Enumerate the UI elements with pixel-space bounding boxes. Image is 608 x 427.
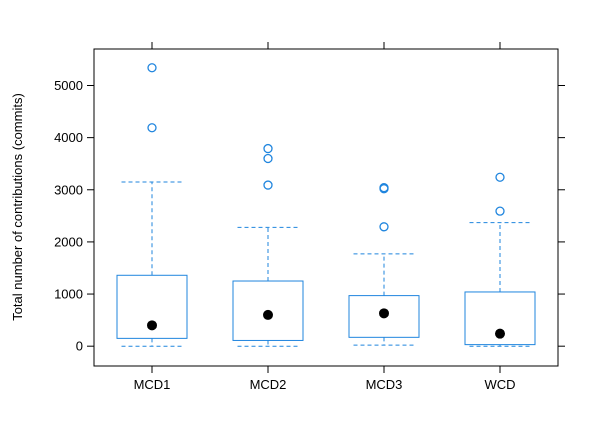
outlier-point: [379, 222, 389, 232]
boxes: [116, 63, 536, 347]
box-group-mcd3: [348, 183, 420, 346]
outlier-point: [263, 143, 273, 154]
iqr-box: [348, 295, 420, 338]
iqr-box: [464, 291, 536, 346]
y-tick-label: 3000: [54, 182, 83, 197]
outlier-point: [495, 206, 505, 216]
y-axis-label: Total number of contributions (commits): [10, 93, 25, 321]
y-tick-label: 5000: [54, 78, 83, 93]
outlier-point: [379, 183, 389, 193]
y-axis-right-ticks: [558, 84, 565, 347]
outlier-point: [147, 63, 157, 73]
y-tick-label: 4000: [54, 130, 83, 145]
x-axis: MCD1 MCD2 MCD3 WCD: [134, 42, 516, 392]
y-tick-label: 1000: [54, 287, 83, 302]
box-group-mcd2: [232, 143, 304, 347]
y-tick-label: 0: [76, 339, 83, 354]
outlier-point: [263, 180, 273, 190]
box-group-mcd1: [116, 63, 188, 347]
x-tick-label: WCD: [484, 377, 515, 392]
plot-frame: [93, 48, 559, 367]
x-tick-label: MCD1: [134, 377, 171, 392]
y-tick-label: 2000: [54, 234, 83, 249]
outlier-point: [147, 123, 157, 133]
median-dot: [147, 320, 157, 331]
x-tick-label: MCD3: [366, 377, 403, 392]
median-dot: [495, 328, 505, 339]
y-axis: 0 1000 2000 3000 4000 5000: [54, 78, 94, 354]
outlier-point: [263, 153, 273, 164]
median-dot: [263, 309, 273, 320]
median-dot: [379, 308, 389, 319]
x-tick-label: MCD2: [250, 377, 287, 392]
iqr-box: [116, 274, 188, 339]
outlier-point: [495, 172, 505, 182]
box-group-wcd: [464, 172, 536, 347]
iqr-box: [232, 280, 304, 341]
